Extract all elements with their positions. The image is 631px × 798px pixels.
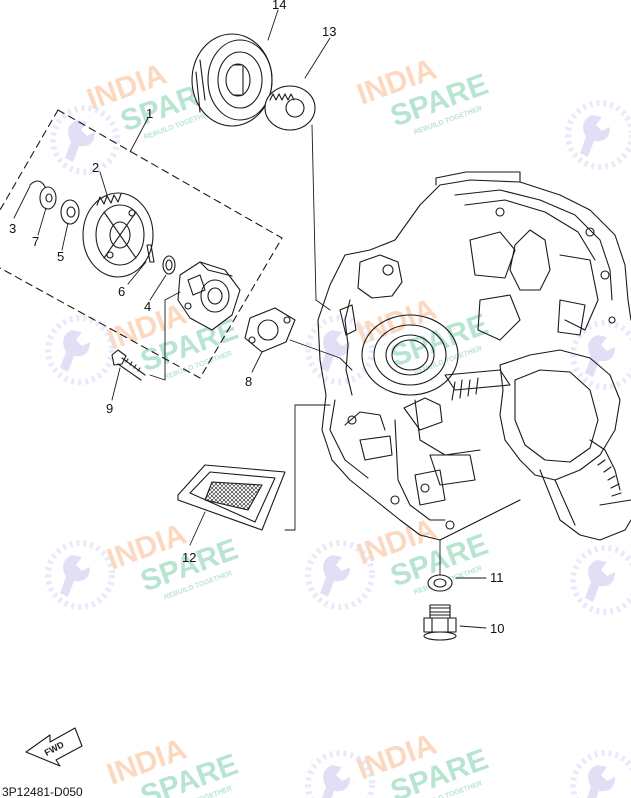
part-10-drain-plug bbox=[423, 604, 457, 641]
watermark-4: INDIA SPARE REBUILD TOGETHER bbox=[353, 293, 493, 377]
watermark-5: INDIA SPARE REBUILD TOGETHER bbox=[103, 518, 243, 602]
part-9-bolt bbox=[111, 349, 146, 381]
crankcase-bearing bbox=[361, 314, 459, 396]
wm-wrench-icon bbox=[308, 543, 372, 607]
wm-wrench-icon bbox=[53, 108, 117, 172]
part-13-spring-washer bbox=[264, 85, 316, 131]
callout-6: 6 bbox=[118, 284, 125, 299]
part-2-pump-gear bbox=[82, 192, 154, 278]
wm-wrench-icon bbox=[48, 543, 112, 607]
wm-wrench-icon bbox=[48, 318, 112, 382]
part-12-oil-strainer bbox=[177, 464, 286, 531]
callout-10: 10 bbox=[490, 621, 504, 636]
callout-9: 9 bbox=[106, 401, 113, 416]
watermark-6: INDIA SPARE REBUILD TOGETHER bbox=[353, 513, 493, 597]
part-4-oring bbox=[162, 255, 176, 275]
leader-lines bbox=[13, 9, 487, 629]
wm-wrench-icon bbox=[573, 548, 631, 612]
fwd-arrow-icon bbox=[25, 727, 83, 767]
watermark-layer: INDIA SPARE REBUILD TOGETHER INDIA SPARE… bbox=[48, 53, 631, 798]
part-14-drive-gear bbox=[191, 33, 273, 127]
callout-5: 5 bbox=[57, 249, 64, 264]
wm-wrench-icon bbox=[573, 323, 631, 387]
callout-3: 3 bbox=[9, 221, 16, 236]
part-1-oil-pump-assembly-box bbox=[0, 109, 283, 379]
callout-8: 8 bbox=[245, 374, 252, 389]
callout-1: 1 bbox=[146, 106, 153, 121]
crankshaft bbox=[444, 349, 631, 541]
callout-2: 2 bbox=[92, 160, 99, 175]
callout-labels: 14 13 1 2 3 7 5 6 4 8 9 12 11 10 bbox=[9, 0, 504, 636]
part-11-drain-washer bbox=[427, 574, 453, 592]
crankcase bbox=[317, 171, 631, 541]
part-7-washer bbox=[39, 186, 57, 210]
callout-4: 4 bbox=[144, 299, 151, 314]
callout-13: 13 bbox=[322, 24, 336, 39]
callout-14: 14 bbox=[272, 0, 286, 12]
wm-wrench-icon bbox=[573, 753, 631, 798]
part-8-gasket bbox=[244, 307, 296, 353]
watermark-2: INDIA SPARE REBUILD TOGETHER bbox=[353, 53, 493, 137]
drawing-code: 3P12481-D050 bbox=[2, 785, 83, 798]
part-6-pin bbox=[146, 244, 155, 263]
watermark-7: INDIA SPARE REBUILD TOGETHER bbox=[103, 733, 243, 798]
part-5-washer bbox=[60, 199, 80, 225]
callout-12: 12 bbox=[182, 550, 196, 565]
wm-wrench-icon bbox=[568, 103, 631, 167]
callout-7: 7 bbox=[32, 234, 39, 249]
callout-11: 11 bbox=[490, 570, 504, 585]
oil-pump-body bbox=[177, 261, 241, 331]
